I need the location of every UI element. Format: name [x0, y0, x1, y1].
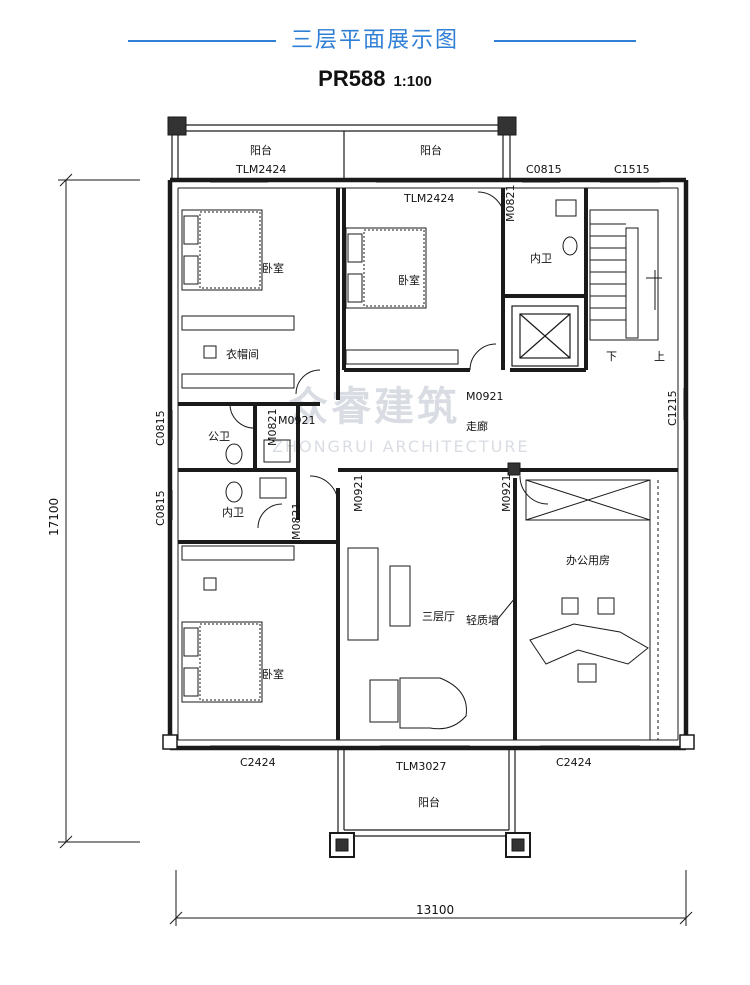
top-balcony-railing — [171, 124, 511, 180]
label-light-wall: 轻质墙 — [466, 613, 499, 627]
bed-top-mid — [345, 227, 427, 309]
label-office: 办公用房 — [566, 554, 610, 567]
label-c0815-top: C0815 — [526, 163, 562, 176]
label-balcony-bottom: 阳台 — [418, 795, 440, 809]
column-bottom-right-core — [511, 838, 525, 852]
dimension-height: 17100 — [47, 498, 61, 536]
bottom-balcony-railing — [337, 748, 516, 837]
column-top-left — [167, 116, 187, 136]
elevator — [511, 305, 579, 367]
column-top-right — [497, 116, 517, 136]
label-tlm3027: TLM3027 — [395, 760, 446, 773]
label-tlm2424-left: TLM2424 — [235, 163, 286, 176]
label-bedroom-top-left: 卧室 — [262, 261, 284, 275]
plan-code: PR588 — [318, 66, 386, 91]
label-m0921-corridor: M0921 — [466, 390, 504, 403]
plan-subtitle: PR588 1:100 — [0, 66, 750, 92]
staircase — [589, 209, 662, 341]
label-c0815-left-lower: C0815 — [154, 490, 167, 526]
header-rule-right — [494, 40, 636, 42]
door-swings — [229, 191, 549, 529]
label-bedroom-bottom-left: 卧室 — [262, 667, 284, 681]
label-balcony-top-right: 阳台 — [420, 143, 442, 157]
label-bedroom-top-mid: 卧室 — [398, 273, 420, 287]
office-furniture — [525, 479, 659, 740]
label-cloakroom: 衣帽间 — [226, 347, 259, 361]
label-balcony-top-left: 阳台 — [250, 143, 272, 157]
exterior-walls — [167, 177, 689, 751]
header-rule-left — [128, 40, 276, 42]
interior-walls — [178, 188, 678, 740]
column-office — [507, 462, 521, 476]
bed-bottom-left — [181, 621, 263, 703]
bed-top-left — [181, 209, 263, 291]
dimension-lines — [58, 173, 693, 926]
wardrobes — [181, 315, 459, 591]
column-left-bottom — [162, 734, 178, 750]
label-m0921-bedroom: M0921 — [278, 414, 316, 427]
label-bath-top-right: 内卫 — [530, 251, 552, 265]
label-tlm2424-mid: TLM2424 — [403, 192, 454, 205]
label-public-bath: 公卫 — [208, 430, 230, 443]
plan-scale: 1:100 — [393, 73, 432, 90]
label-stair-up: 上 — [654, 350, 665, 363]
label-m0921-hall: M0921 — [352, 475, 365, 513]
label-m0821-inner-bath: M0821 — [290, 503, 303, 541]
dimension-width: 13100 — [416, 903, 454, 917]
label-corridor: 走廊 — [466, 419, 488, 433]
label-c1215: C1215 — [666, 390, 679, 426]
label-c2424-right: C2424 — [556, 756, 592, 769]
label-m0821-top: M0821 — [504, 185, 517, 223]
label-c1515: C1515 — [614, 163, 650, 176]
label-bath-mid-left: 内卫 — [222, 505, 244, 519]
hall-furniture — [347, 547, 467, 730]
watermark-subtext: ZHONGRUI ARCHITECTURE — [272, 437, 530, 456]
label-stair-down: 下 — [606, 350, 617, 363]
label-m0921-office: M0921 — [500, 475, 513, 513]
label-c0815-left-upper: C0815 — [154, 410, 167, 446]
exterior-walls-inner — [177, 187, 679, 741]
column-bottom-left-core — [335, 838, 349, 852]
bathroom-fixtures — [225, 199, 578, 503]
label-c2424-left: C2424 — [240, 756, 276, 769]
window-markers — [171, 181, 685, 747]
light-wall-leader — [496, 597, 516, 621]
column-right-bottom — [679, 734, 695, 750]
label-third-floor-hall: 三层厅 — [422, 610, 455, 623]
page-title: 三层平面展示图 — [290, 28, 459, 53]
watermark-text: 众睿建筑 — [288, 384, 460, 430]
label-m0821-public-bath: M0821 — [266, 409, 279, 447]
